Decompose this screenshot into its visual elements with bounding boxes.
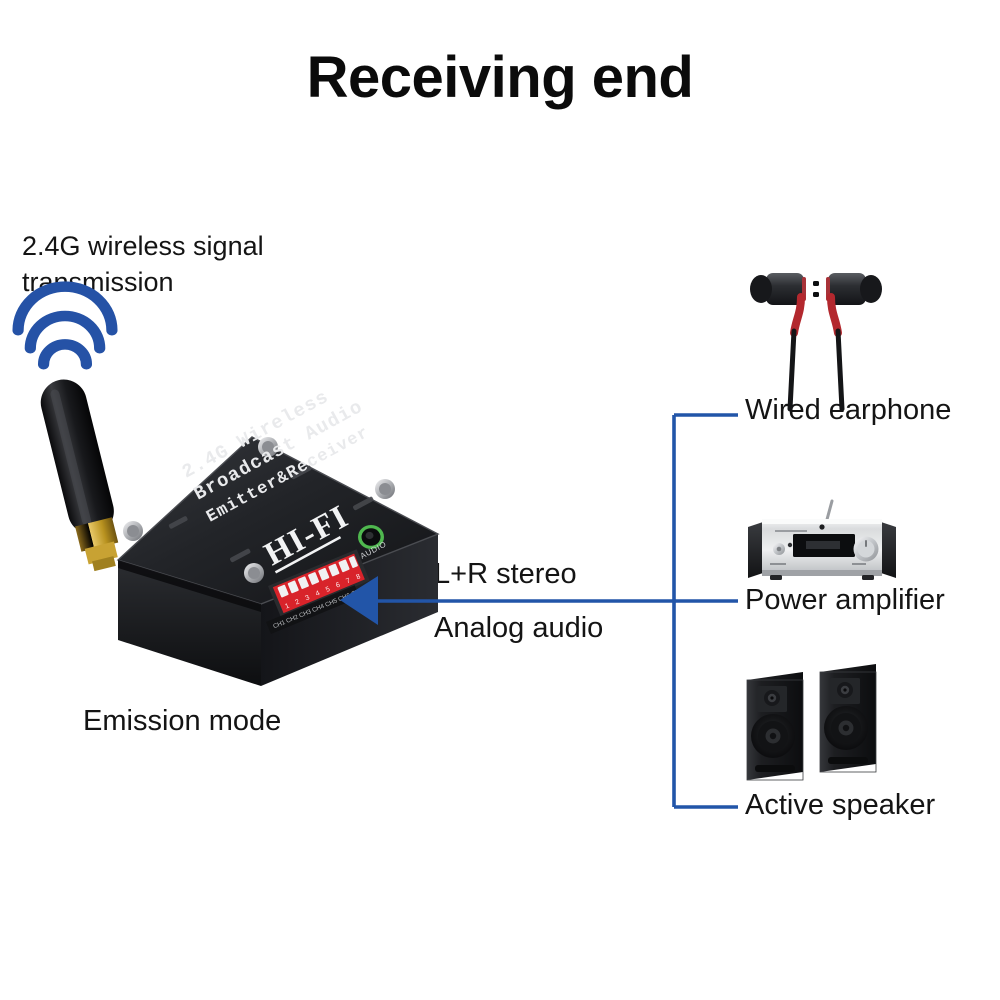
power-amplifier-icon xyxy=(748,499,896,580)
svg-text:7: 7 xyxy=(345,577,351,585)
lr-stereo-label: L+R stereo xyxy=(434,558,577,590)
connection-lines xyxy=(372,413,738,809)
svg-text:CH1 CH2 CH3 CH4 CH5 CH6 CH7 CH: CH1 CH2 CH3 CH4 CH5 CH6 CH7 CH8 xyxy=(272,581,378,630)
emission-mode-caption: Emission mode xyxy=(83,705,282,737)
screw xyxy=(123,437,395,583)
transmitter-device: 2.4G Wireless Broadcast Audio Emitter&Re… xyxy=(116,386,440,686)
device-top-line-2: Broadcast Audio xyxy=(190,396,367,506)
svg-text:2: 2 xyxy=(294,598,300,606)
svg-text:3: 3 xyxy=(305,594,311,602)
active-speaker-icon xyxy=(746,664,877,781)
svg-text:4: 4 xyxy=(315,590,321,598)
analog-audio-label: Analog audio xyxy=(434,612,604,644)
device-top-line-1: 2.4G Wireless xyxy=(178,386,332,484)
signal-caption-line-1: 2.4G wireless signal xyxy=(22,231,264,261)
audio-jack-label: AUDIO xyxy=(359,540,388,561)
label-wired-earphone: Wired earphone xyxy=(745,394,952,426)
signal-caption-line-2: transmission xyxy=(22,267,174,298)
page-title: Receiving end xyxy=(306,45,694,110)
label-power-amplifier: Power amplifier xyxy=(745,584,945,616)
dip-switch[interactable]: 12 34 56 78 xyxy=(268,549,370,618)
device-top-line-3: Emitter&Receiver xyxy=(204,423,373,527)
audio-jack: AUDIO xyxy=(358,525,388,561)
signal-transmission-caption: 2.4G wireless signal transmission xyxy=(22,228,342,301)
device-top-silkscreen: 2.4G Wireless Broadcast Audio Emitter&Re… xyxy=(178,386,373,527)
svg-text:8: 8 xyxy=(355,573,361,581)
device-logo-text: HI-FI xyxy=(259,498,355,573)
svg-text:5: 5 xyxy=(325,586,331,594)
label-active-speaker: Active speaker xyxy=(745,789,936,821)
antenna-icon xyxy=(40,379,119,572)
svg-text:6: 6 xyxy=(335,582,341,590)
wired-earphone-icon xyxy=(750,273,882,412)
device-logo: HI-FI xyxy=(259,498,355,574)
svg-text:1: 1 xyxy=(284,603,290,611)
arrow-head-left xyxy=(340,576,378,625)
